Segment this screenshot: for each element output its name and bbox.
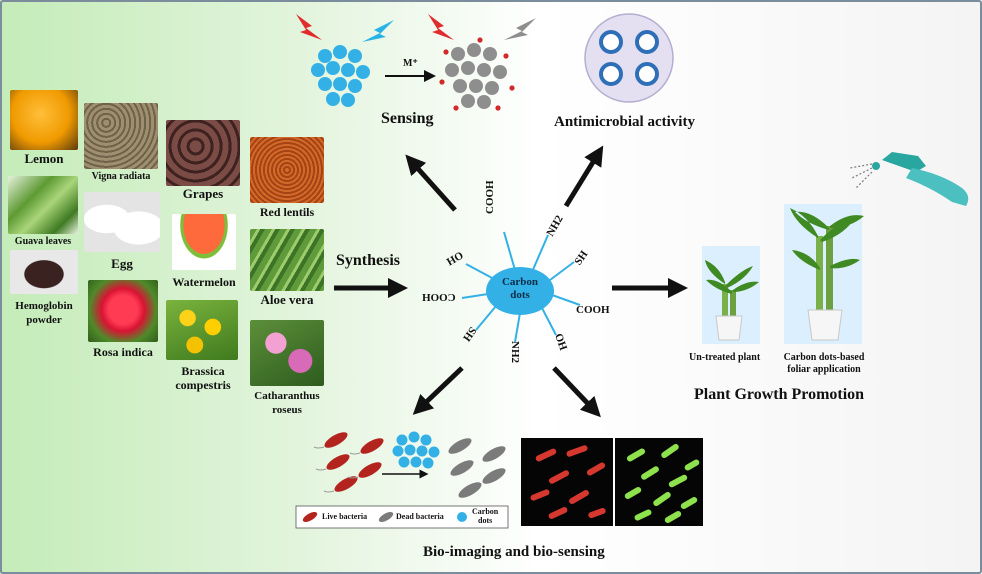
red-bacteria-cells: [530, 445, 606, 519]
egg-label: Egg: [111, 256, 133, 271]
carbon-dot-spikes: [461, 231, 581, 343]
untreated-plant-icon: [705, 260, 759, 341]
treated-plant-label: Carbon dots-based foliar application: [778, 352, 870, 376]
untreated-plant-label: Un-treated plant: [689, 352, 761, 363]
lightning-red-icon-2: [428, 14, 454, 40]
grapes-label: Grapes: [182, 186, 224, 201]
aloe-vera-label: Aloe vera: [260, 292, 314, 307]
plant-growth-title: Plant Growth Promotion: [694, 386, 865, 403]
arrow-antimicrobial: [563, 145, 604, 208]
legend-carbon-line2: dots: [478, 516, 493, 525]
arrow-bioimaging-right: [552, 366, 601, 418]
legend-live-bacteria-icon: [302, 511, 318, 523]
hemoglobin-label-text: Hemoglobin powder: [15, 300, 73, 326]
aloe-vera-photo: [250, 229, 324, 291]
group-cooh-top: COOH: [484, 180, 496, 214]
vigna-photo: [84, 103, 158, 169]
carbon-dot-cluster-sensing: [311, 45, 370, 107]
legend-live-bacteria-text: Live bacteria: [322, 512, 368, 521]
vigna-label: Vigna radiata: [91, 171, 151, 182]
carbon-dots-label: Carbon dots: [494, 276, 546, 302]
guava-leaves-label: Guava leaves: [14, 236, 72, 247]
rosa-indica-photo: [88, 280, 158, 342]
catharanthus-photo: [250, 320, 324, 386]
treated-plant-line1: Carbon dots-based: [783, 352, 865, 363]
red-lentils-photo: [250, 137, 324, 203]
metal-ion-label: M⁺: [403, 58, 418, 69]
legend-carbon-line1: Carbon: [472, 507, 499, 516]
carbon-dot-core: [486, 267, 554, 315]
green-fluorescence-panel: [615, 438, 703, 526]
lightning-gray-icon: [504, 18, 536, 40]
carbon-dot-cluster-bioimaging: [392, 431, 440, 469]
spray-mist: [849, 163, 873, 189]
green-bacteria-cells: [624, 443, 700, 523]
watermelon-photo: [172, 214, 236, 270]
arrow-sensing: [405, 154, 457, 212]
petri-dish: [584, 13, 674, 103]
sensing-label: Sensing: [381, 110, 434, 127]
brassica-photo: [166, 300, 238, 360]
grapes-photo: [166, 120, 240, 186]
legend-dead-bacteria-icon: [378, 511, 394, 523]
legend-carbon-dot-icon: [457, 512, 467, 522]
sprayer-icon: [872, 152, 969, 206]
guava-leaves-photo: [8, 176, 78, 234]
quenched-dot-cluster: [445, 43, 507, 109]
dead-bacteria: [448, 438, 506, 498]
group-cooh-right: COOH: [576, 304, 610, 316]
red-lentils-label: Red lentils: [259, 205, 315, 219]
legend-carbon-dots-text: Carbon dots: [472, 507, 498, 525]
lightning-cyan-icon: [362, 20, 394, 42]
treated-plant-icon: [790, 208, 864, 341]
brassica-label-text: Brassica compestris: [175, 364, 231, 392]
arrow-bioimaging-left: [412, 366, 464, 415]
bioimaging-legend-box: [295, 505, 509, 529]
legend-dead-bacteria-text: Dead bacteria: [396, 512, 444, 521]
catharanthus-label: Catharanthus roseus: [240, 389, 334, 417]
carbon-dots-line1: Carbon: [501, 276, 539, 288]
live-bacteria-flagella: [313, 446, 361, 493]
synthesis-label: Synthesis: [336, 252, 401, 269]
live-bacteria: [324, 432, 384, 492]
lemon-photo: [10, 90, 78, 150]
hemoglobin-powder-photo: [10, 250, 78, 294]
bioimaging-title: Bio-imaging and bio-sensing: [423, 544, 605, 560]
egg-photo: [84, 192, 160, 252]
lightning-red-icon: [296, 14, 322, 40]
antimicrobial-label: Antimicrobial activity: [554, 114, 695, 130]
catharanthus-label-text: Catharanthus roseus: [254, 390, 320, 416]
metal-ion-dots: [439, 37, 515, 111]
carbon-dots-line2: dots: [510, 289, 530, 301]
hemoglobin-powder-label: Hemoglobin powder: [4, 299, 84, 327]
group-cooh-left: COOH: [422, 291, 456, 303]
brassica-label: Brassica compestris: [160, 364, 246, 392]
inhibition-zones: [599, 30, 659, 86]
treated-plant-line2: foliar application: [787, 364, 861, 375]
lemon-label: Lemon: [24, 151, 64, 166]
watermelon-label: Watermelon: [172, 275, 236, 289]
group-nh2-bottom: NH2: [509, 341, 521, 363]
rosa-indica-label: Rosa indica: [93, 345, 153, 359]
